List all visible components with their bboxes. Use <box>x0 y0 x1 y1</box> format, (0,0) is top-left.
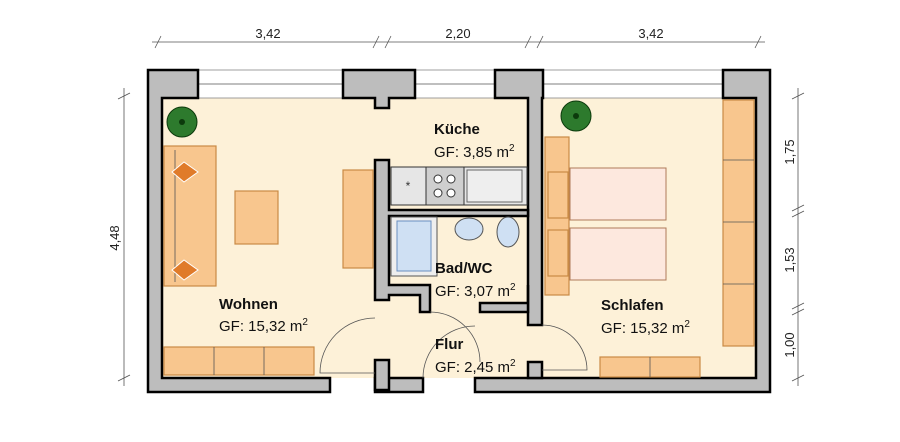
svg-text:GF: 15,32 m2: GF: 15,32 m2 <box>219 317 308 335</box>
bed <box>569 227 667 281</box>
washbasin-icon <box>454 217 484 241</box>
room-label-schlafen: Schlafen GF: 15,32 m2 <box>601 297 690 337</box>
kitchen-counter: * <box>390 166 528 206</box>
svg-text:GF: 3,07 m2: GF: 3,07 m2 <box>435 282 516 300</box>
walls <box>146 68 772 394</box>
cabinet <box>342 169 374 269</box>
room-name: Küche <box>434 121 480 138</box>
doors <box>319 311 588 379</box>
wardrobe <box>722 99 755 347</box>
cushion <box>171 161 199 183</box>
bed <box>569 167 667 221</box>
room-area: GF: 3,85 m <box>434 144 509 161</box>
room-name: Schlafen <box>601 297 664 314</box>
wohnen-furniture <box>163 106 374 376</box>
room-label-kueche: Küche GF: 3,85 m2 <box>434 121 515 161</box>
toilet-icon <box>496 216 520 248</box>
cushion <box>171 259 199 281</box>
room-area: GF: 3,07 m <box>435 283 510 300</box>
sink-icon <box>466 169 523 203</box>
dim-depth: 4,48 <box>107 225 122 250</box>
dim-wohnen-width: 3,42 <box>255 26 280 41</box>
sideboard <box>163 346 315 376</box>
dimension-right: 1,75 1,53 1,00 <box>782 88 805 386</box>
coffee-table <box>234 190 279 245</box>
stove-icon <box>425 166 465 206</box>
dim-schlafen-width: 3,42 <box>638 26 663 41</box>
svg-text:GF: 3,85 m2: GF: 3,85 m2 <box>434 143 515 161</box>
room-area: GF: 15,32 m <box>601 320 684 337</box>
bathroom-fixtures <box>390 216 520 277</box>
plant-icon <box>560 100 592 132</box>
dim-kueche-width: 2,20 <box>445 26 470 41</box>
plant-icon <box>166 106 198 138</box>
room-label-bad: Bad/WC GF: 3,07 m2 <box>435 260 516 300</box>
dimension-left: 4,48 <box>107 88 131 386</box>
room-area: GF: 2,45 m <box>435 359 510 376</box>
schlafen-furniture <box>544 99 755 378</box>
svg-text:*: * <box>406 179 411 193</box>
room-name: Flur <box>435 336 463 353</box>
windows <box>197 69 724 99</box>
svg-text:GF: 2,45 m2: GF: 2,45 m2 <box>435 358 516 376</box>
room-label-wohnen: Wohnen GF: 15,32 m2 <box>219 296 308 335</box>
svg-text:GF: 15,32 m2: GF: 15,32 m2 <box>601 319 690 337</box>
dim-right-1: 1,75 <box>782 139 797 164</box>
room-name: Wohnen <box>219 296 278 313</box>
room-name: Bad/WC <box>435 260 493 277</box>
dim-right-3: 1,00 <box>782 332 797 357</box>
room-label-flur: Flur GF: 2,45 m2 <box>435 336 516 376</box>
room-area: GF: 15,32 m <box>219 318 302 335</box>
dim-right-2: 1,53 <box>782 247 797 272</box>
dimension-top: 3,42 2,20 3,42 <box>152 26 765 49</box>
